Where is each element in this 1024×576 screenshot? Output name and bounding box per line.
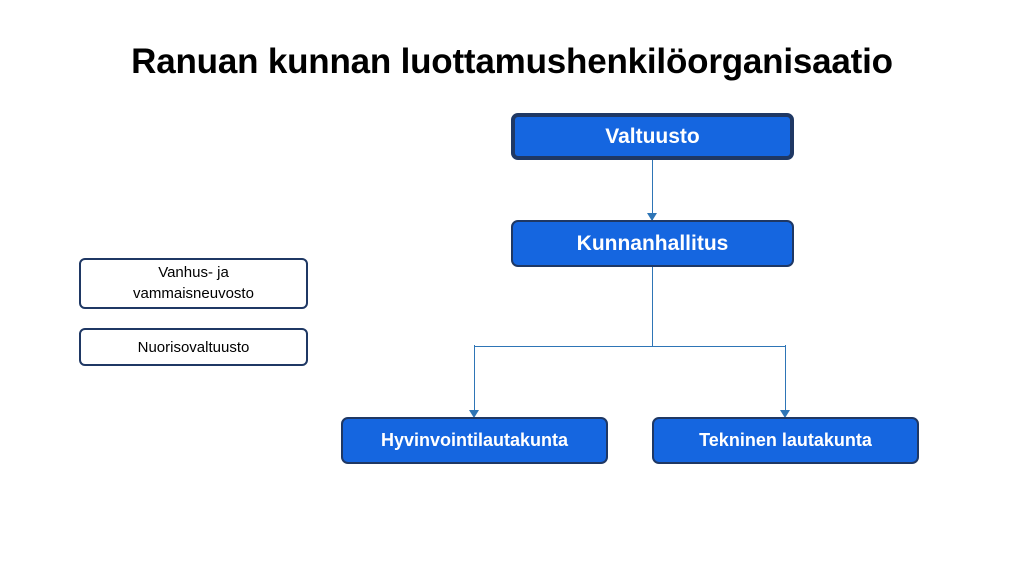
- node-hyvinvointilautakunta-label: Hyvinvointilautakunta: [380, 430, 569, 450]
- arrowhead-tekninen-lautakunta: [780, 410, 790, 418]
- node-tekninen-lautakunta[interactable]: Tekninen lautakunta: [652, 417, 919, 464]
- node-nuorisovaltuusto[interactable]: Nuorisovaltuusto: [79, 328, 308, 366]
- node-valtuusto-label: Valtuusto: [605, 124, 700, 148]
- connector-kunnanhallitus-trunk: [651, 267, 653, 346]
- node-kunnanhallitus-label: Kunnanhallitus: [576, 231, 729, 255]
- node-kunnanhallitus[interactable]: Kunnanhallitus: [511, 220, 794, 267]
- node-valtuusto[interactable]: Valtuusto: [511, 113, 794, 160]
- connector-to-tekninen-lautakunta: [784, 345, 786, 410]
- connector-horizontal-bus: [474, 345, 786, 347]
- arrowhead-kunnanhallitus: [647, 213, 657, 221]
- node-tekninen-lautakunta-label: Tekninen lautakunta: [699, 430, 872, 450]
- node-hyvinvointilautakunta[interactable]: Hyvinvointilautakunta: [341, 417, 608, 464]
- node-vanhus-ja-vammaisneuvosto[interactable]: Vanhus- ja vammaisneuvosto: [79, 258, 308, 309]
- connector-to-hyvinvointilautakunta: [473, 345, 475, 410]
- page-title: Ranuan kunnan luottamushenkilöorganisaat…: [131, 42, 893, 81]
- node-vanhus-ja-vammaisneuvosto-label-line1: Vanhus- ja: [158, 264, 229, 282]
- arrowhead-hyvinvointilautakunta: [469, 410, 479, 418]
- node-nuorisovaltuusto-label: Nuorisovaltuusto: [137, 338, 250, 356]
- node-vanhus-ja-vammaisneuvosto-label-line2: vammaisneuvosto: [133, 284, 254, 302]
- connector-valtuusto-kunnanhallitus: [651, 160, 653, 220]
